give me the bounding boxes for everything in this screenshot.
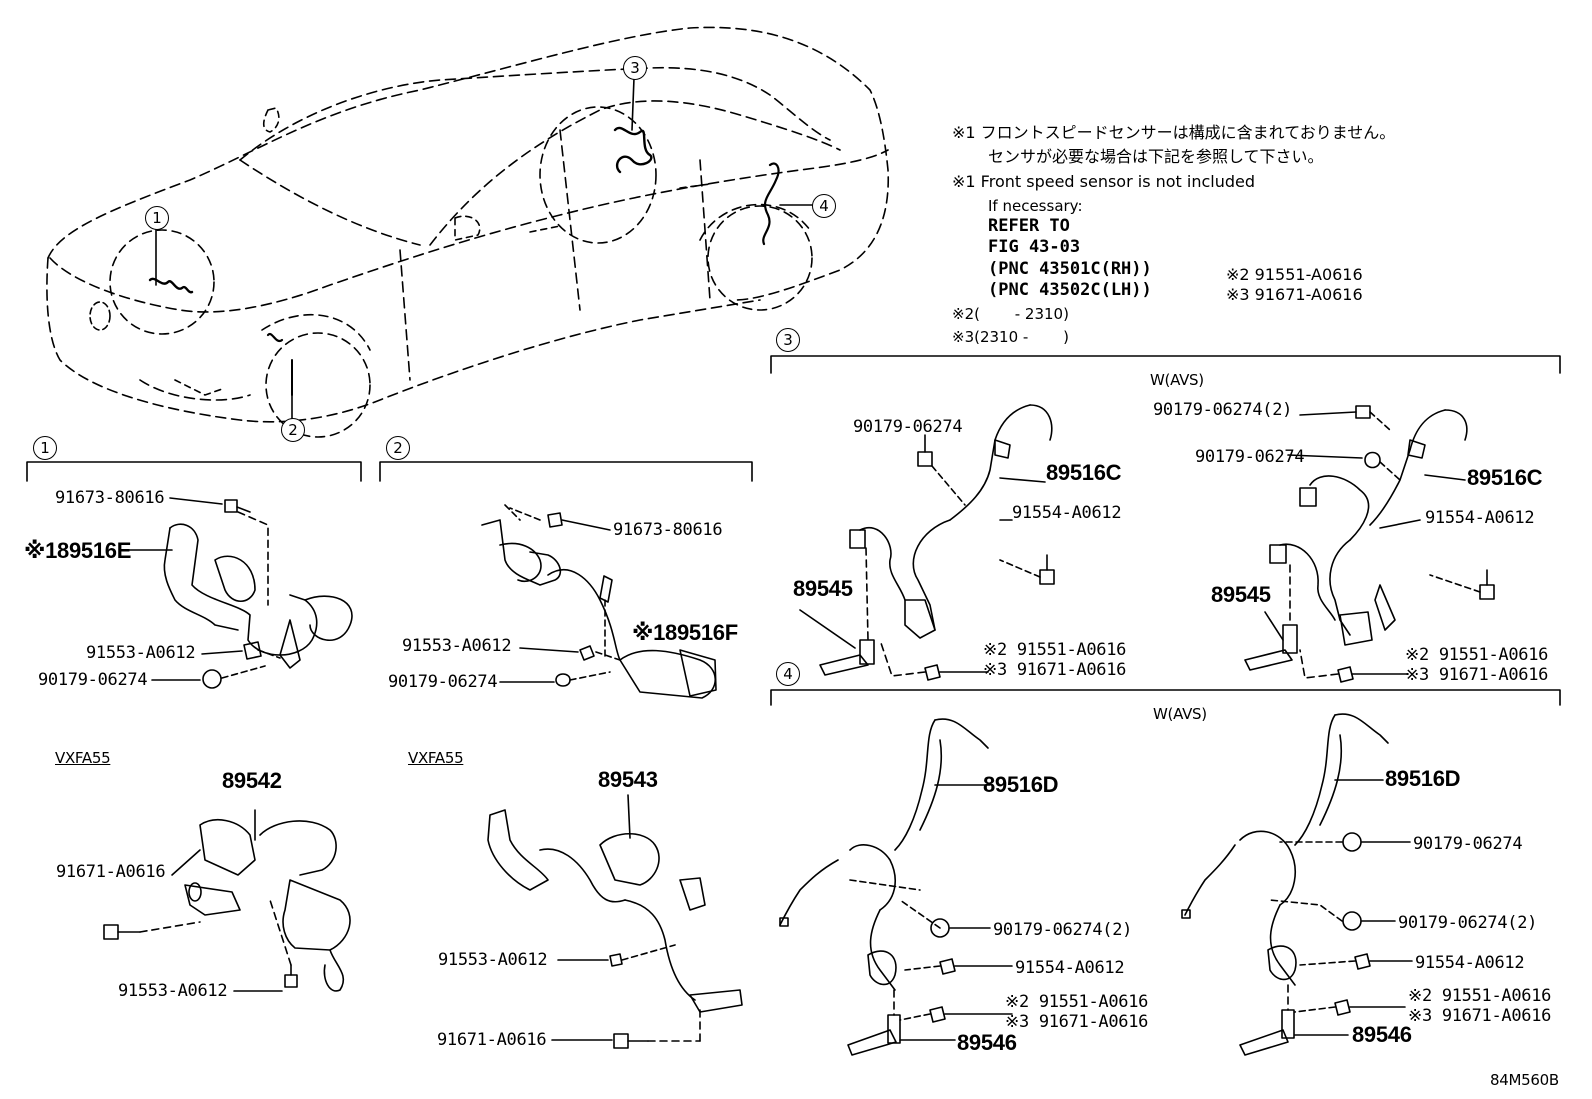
section-1-parts	[103, 497, 353, 992]
callout-3: 3	[623, 56, 647, 80]
part-89516D-b: 89516D	[1385, 766, 1461, 791]
part-91554-A0612: 91554-A0612	[1012, 503, 1122, 523]
part-89545: 89545	[793, 576, 853, 601]
part-90179-06274-2: 90179-06274(2)	[1153, 400, 1293, 420]
callout-4: 4	[812, 194, 836, 218]
part-91554-A0612-d: 91554-A0612	[1415, 953, 1525, 973]
part-90179-06274-d: 90179-06274	[1195, 447, 1305, 467]
part-91551-A0616: ※2 91551-A0616	[983, 640, 1127, 660]
part-91551-A0616-c: ※2 91551-A0616	[1005, 992, 1149, 1012]
car-illustration	[46, 26, 890, 438]
callout-2: 2	[281, 418, 305, 442]
variant-w-avs-b: W(AVS)	[1153, 705, 1207, 723]
section-3-parts	[799, 404, 1495, 683]
part-89516F: ※189516F	[632, 620, 738, 645]
refer-to: REFER TO	[988, 216, 1070, 236]
part-89543: 89543	[598, 767, 658, 792]
part-89545-b: 89545	[1211, 582, 1271, 607]
part-91551-A0616-b: ※2 91551-A0616	[1405, 645, 1549, 665]
part-91671-A0616-f: ※3 91671-A0616	[1408, 1006, 1552, 1026]
note-3-part: ※3 91671-A0616	[1226, 285, 1363, 304]
part-91671-A0616-e: ※3 91671-A0616	[1005, 1012, 1149, 1032]
part-90179-06274-e: 90179-06274	[1413, 834, 1523, 854]
part-91671-A0616-c: ※3 91671-A0616	[983, 660, 1127, 680]
part-89516D: 89516D	[983, 772, 1059, 797]
section-2-number: 2	[386, 436, 410, 460]
refer-fig: FIG 43-03	[988, 237, 1081, 257]
part-91673-80616-b: 91673-80616	[613, 520, 723, 540]
part-91671-A0616-d: ※3 91671-A0616	[1405, 665, 1549, 685]
section-3-number: 3	[776, 328, 800, 352]
part-91551-A0616-d: ※2 91551-A0616	[1408, 986, 1552, 1006]
part-91553-A0612: 91553-A0612	[86, 643, 196, 663]
note-1-japanese-line-1: ※1 フロントスピードセンサーは構成に含まれておりません。	[952, 123, 1396, 142]
part-89546-b: 89546	[1352, 1022, 1412, 1047]
refer-pnc-lh: (PNC 43502C(LH))	[988, 280, 1152, 300]
part-91553-A0612-c: 91553-A0612	[402, 636, 512, 656]
note-1-english-line-2: If necessary:	[988, 197, 1083, 215]
part-89516C: 89516C	[1046, 460, 1122, 485]
note-2-part: ※2 91551-A0616	[1226, 265, 1363, 284]
part-91554-A0612-b: 91554-A0612	[1425, 508, 1535, 528]
section-4-number: 4	[776, 662, 800, 686]
note-1-english-line-1: ※1 Front speed sensor is not included	[952, 172, 1256, 191]
callout-1: 1	[145, 206, 169, 230]
refer-pnc-rh: (PNC 43501C(RH))	[988, 259, 1152, 279]
section-2-parts	[481, 504, 743, 1049]
note-2-range: ※2( - 2310)	[952, 305, 1069, 323]
part-91554-A0612-c: 91554-A0612	[1015, 958, 1125, 978]
note-1-japanese-line-2: センサが必要な場合は下記を参照して下さい。	[988, 147, 1324, 166]
part-89546: 89546	[957, 1030, 1017, 1055]
variant-w-avs: W(AVS)	[1150, 371, 1204, 389]
figure-code: 84M560B	[1490, 1071, 1559, 1089]
part-91671-A0616: 91671-A0616	[56, 862, 166, 882]
section-1-number: 1	[33, 436, 57, 460]
part-91553-A0612-d: 91553-A0612	[438, 950, 548, 970]
part-91673-80616: 91673-80616	[55, 488, 165, 508]
part-89516C-b: 89516C	[1467, 465, 1543, 490]
variant-vxfa55-b: VXFA55	[408, 749, 464, 767]
variant-vxfa55: VXFA55	[55, 749, 111, 767]
note-3-range: ※3(2310 - )	[952, 328, 1069, 346]
part-89542: 89542	[222, 768, 282, 793]
section-frames	[26, 355, 1561, 706]
part-91553-A0612-b: 91553-A0612	[118, 981, 228, 1001]
part-89516E: ※189516E	[24, 538, 132, 563]
part-90179-06274-b: 90179-06274	[388, 672, 498, 692]
part-90179-06274-c: 90179-06274	[853, 417, 963, 437]
section-4-parts	[779, 713, 1413, 1056]
part-91671-A0616-b: 91671-A0616	[437, 1030, 547, 1050]
part-90179-06274-2c: 90179-06274(2)	[1398, 913, 1538, 933]
part-90179-06274-2b: 90179-06274(2)	[993, 920, 1133, 940]
part-90179-06274: 90179-06274	[38, 670, 148, 690]
